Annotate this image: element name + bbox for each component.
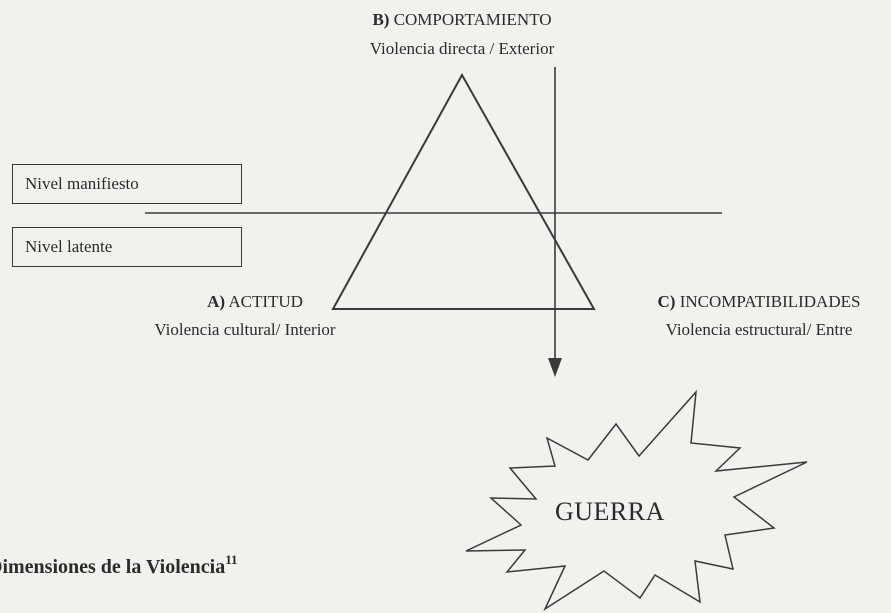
vertex-b-name: COMPORTAMIENTO	[393, 10, 552, 29]
guerra-starburst	[465, 389, 808, 612]
caption-footnote: 11	[225, 552, 238, 567]
level-manifest-box: Nivel manifiesto	[12, 164, 242, 204]
caption-text: Dimensiones de la Violencia	[0, 556, 226, 578]
level-latent-box: Nivel latente	[12, 227, 242, 267]
vertex-c-subtitle: Violencia estructural/ Entre	[665, 320, 853, 339]
figure-caption: Dimensiones de la Violencia11	[0, 552, 238, 579]
vertex-c-letter: C)	[657, 292, 676, 311]
vertex-a-subtitle: Violencia cultural/ Interior	[154, 320, 336, 339]
arrow-to-guerra-head	[548, 358, 562, 377]
vertex-b-subtitle: Violencia directa / Exterior	[369, 39, 555, 58]
vertex-b-title: B) COMPORTAMIENTO	[347, 10, 577, 30]
guerra-label: GUERRA	[555, 497, 665, 526]
vertex-c-title: C) INCOMPATIBILIDADES	[628, 292, 890, 312]
vertex-c-name: INCOMPATIBILIDADES	[679, 292, 861, 311]
violence-triangle	[331, 72, 596, 310]
vertex-a-title: A) ACTITUD	[170, 292, 340, 312]
vertex-b-letter: B)	[372, 10, 390, 29]
vertex-a-name: ACTITUD	[228, 292, 303, 311]
vertex-a-letter: A)	[207, 292, 226, 311]
